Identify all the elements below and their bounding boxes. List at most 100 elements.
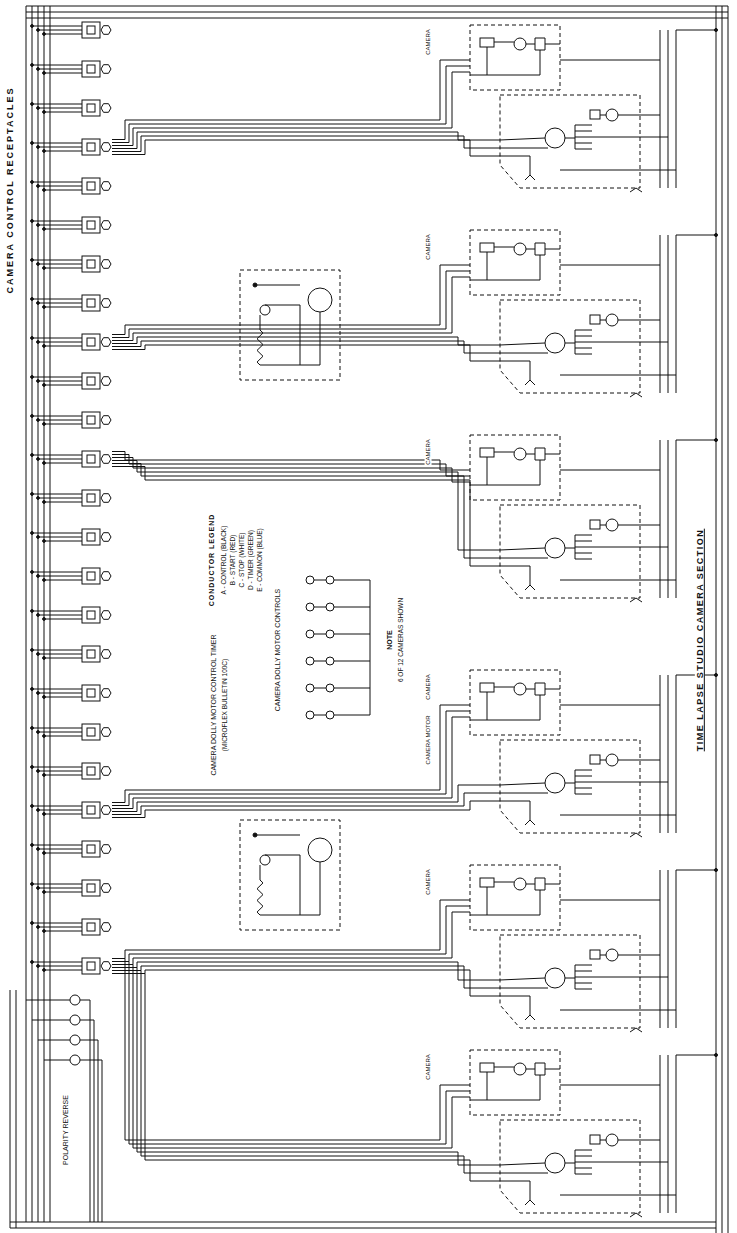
coil-winding (575, 776, 592, 777)
wire (618, 1140, 660, 1141)
wire (38, 498, 82, 499)
contact-symbol (630, 188, 642, 192)
wire (32, 182, 82, 183)
bus-line (26, 6, 728, 7)
cable-conductor (112, 717, 470, 809)
bus-line (26, 6, 27, 1222)
junction-dot (31, 883, 34, 886)
relay-enclosure (500, 1120, 640, 1213)
wire (565, 138, 575, 139)
camera-motor-symbol (480, 243, 494, 252)
terminal-symbol (306, 711, 314, 719)
wire (660, 675, 661, 833)
coil-symbol (257, 330, 263, 365)
schematic-label: POLARITY REVERSE (62, 1093, 70, 1167)
wire (260, 915, 320, 916)
wire (500, 978, 545, 980)
coil-winding (575, 553, 592, 554)
junction-dot (31, 298, 34, 301)
junction-dot (31, 376, 34, 379)
receptacle-symbol (82, 22, 100, 38)
terminal-symbol (326, 603, 334, 611)
resistor-symbol (590, 755, 600, 764)
wire (32, 533, 82, 534)
wire (500, 148, 548, 149)
wire (676, 440, 677, 598)
receptacle-symbol (82, 100, 100, 116)
receptacle-pin (87, 611, 95, 619)
wire (44, 541, 82, 542)
receptacle-symbol (82, 802, 100, 818)
junction-dot (31, 532, 34, 535)
motor-symbol (606, 1134, 618, 1146)
wire (44, 853, 82, 854)
wire (540, 460, 541, 485)
wire (560, 170, 676, 171)
junction-dot (31, 454, 34, 457)
contact-symbol (535, 448, 545, 460)
junction-dot (715, 234, 718, 237)
coil-winding (575, 336, 592, 337)
junction-dot (37, 68, 40, 71)
wire (560, 470, 660, 471)
junction-dot (37, 380, 40, 383)
cable-conductor (112, 458, 470, 483)
wire (494, 452, 514, 453)
junction-dot (37, 965, 40, 968)
coil-winding (575, 330, 592, 331)
wire (32, 884, 82, 885)
junction-dot (43, 111, 46, 114)
wire (540, 1075, 541, 1100)
wire (38, 615, 82, 616)
wire (600, 955, 606, 956)
schematic-label: (MICROFLEX BULLETIN 100C) (221, 657, 228, 753)
relay-enclosure (500, 935, 640, 1028)
wire (560, 580, 676, 581)
wire (530, 801, 531, 820)
motor-symbol (514, 243, 526, 255)
junction-dot (31, 64, 34, 67)
receptacle-socket (101, 650, 111, 659)
wire (470, 280, 540, 281)
junction-dot (31, 649, 34, 652)
cable-conductor (112, 341, 500, 353)
receptacle-socket (101, 533, 111, 542)
coil-winding (575, 342, 592, 343)
receptacle-socket (101, 182, 111, 191)
coil-winding (575, 149, 592, 150)
schematic-label: E - COMMON (BLUE) (256, 526, 263, 594)
receptacle-socket (101, 221, 111, 230)
diagram-title: CAMERA CONTROL RECEPTACLES (5, 85, 15, 296)
schematic-label: CAMERA (425, 672, 432, 702)
bus-line (16, 990, 17, 1228)
coil-winding (575, 348, 592, 349)
wire (90, 1000, 91, 1222)
camera-motor-symbol (480, 878, 494, 887)
wire (255, 285, 300, 286)
wire (38, 810, 82, 811)
receptacle-socket (101, 962, 111, 971)
receptacle-symbol (82, 841, 100, 857)
camera-enclosure (470, 25, 560, 90)
cable-conductor (112, 959, 470, 1141)
wire (32, 494, 82, 495)
receptacle-symbol (82, 724, 100, 740)
receptacle-socket (101, 338, 111, 347)
wire (575, 125, 576, 149)
wire (44, 229, 82, 230)
junction-dot (31, 181, 34, 184)
cable-conductor (112, 801, 500, 818)
junction-dot (43, 228, 46, 231)
wire (32, 767, 82, 768)
cable-conductor (112, 968, 500, 1166)
wire (300, 305, 301, 365)
wire (102, 1060, 103, 1222)
wire (487, 252, 488, 280)
cable-conductor (112, 452, 470, 471)
junction-dot (43, 33, 46, 36)
wire (260, 315, 261, 330)
switch-arrow (525, 1200, 535, 1205)
receptacle-symbol (82, 178, 100, 194)
wire (334, 634, 370, 635)
junction-dot (37, 614, 40, 617)
